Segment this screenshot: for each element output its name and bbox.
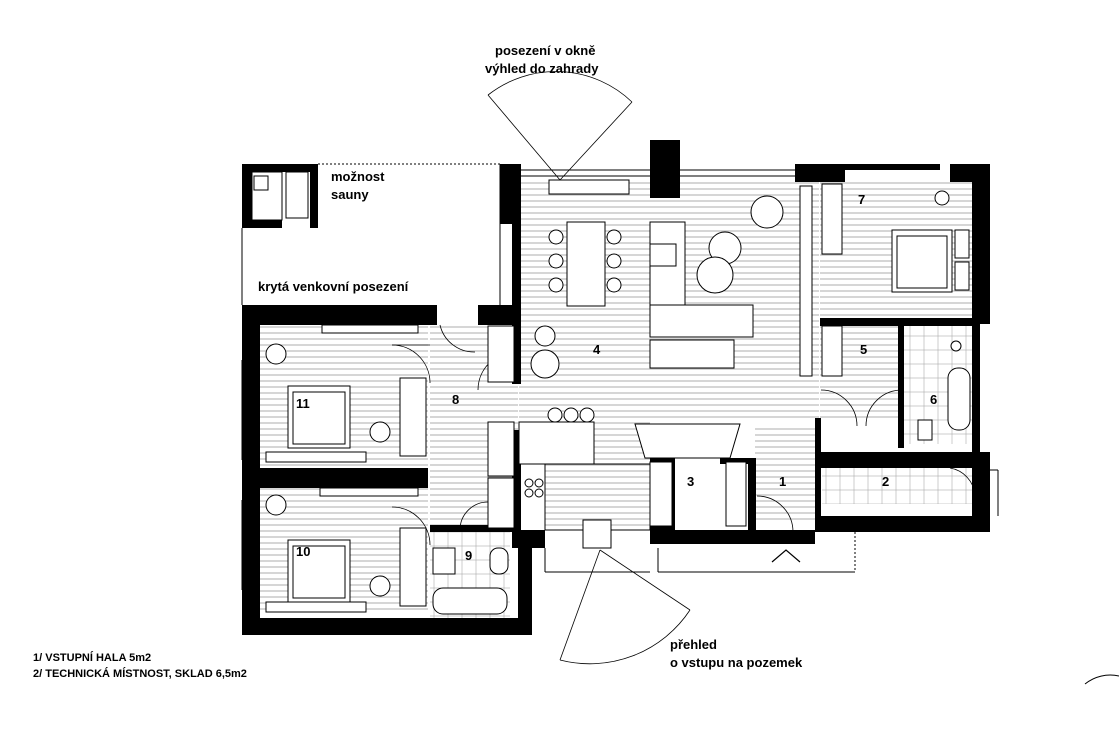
entrance-arrow [771, 549, 801, 563]
room-number-11: 11 [296, 396, 310, 411]
room-number-10: 10 [296, 544, 310, 559]
bed-11 [265, 324, 427, 463]
covered-seating-label: krytá venkovní posezení [258, 279, 409, 294]
window-loungers [548, 179, 735, 369]
sauna-furniture [251, 171, 309, 221]
legend-item-1: 1/ VSTUPNÍ HALA 5m2 [33, 652, 152, 664]
dining-table [548, 221, 622, 307]
room-number-6: 6 [930, 392, 937, 407]
room-number-3: 3 [687, 474, 694, 489]
view-cone-entrance [559, 549, 691, 665]
view-cone-garden [487, 71, 633, 181]
bathroom-6 [917, 340, 971, 441]
room-number-1: 1 [779, 474, 786, 489]
window-seat-note-line1: posezení v okně [495, 43, 596, 58]
kitchen-island [518, 407, 741, 549]
sauna-note-line2: sauny [331, 187, 369, 202]
bed-10 [265, 487, 427, 613]
bed-7 [799, 183, 970, 377]
overview-note-line2: o vstupu na pozemek [670, 655, 803, 670]
walls [242, 140, 990, 635]
window-lines [241, 163, 999, 590]
north-arrow-fragment [1084, 674, 1119, 685]
hall-storage [432, 325, 747, 615]
room-number-2: 2 [882, 474, 889, 489]
legend-item-2: 2/ TECHNICKÁ MÍSTNOST, SKLAD 6,5m2 [33, 668, 247, 680]
room-number-7: 7 [858, 192, 865, 207]
sauna-note-line1: možnost [331, 169, 385, 184]
overview-note-line1: přehled [670, 637, 717, 652]
window-seat-note-line2: výhled do zahrady [485, 61, 599, 76]
floor-hatching [260, 182, 975, 614]
room-number-8: 8 [452, 392, 459, 407]
room-number-4: 4 [593, 342, 601, 357]
room-legend: 1/ VSTUPNÍ HALA 5m2 2/ TECHNICKÁ MÍSTNOS… [33, 650, 247, 682]
sofa [530, 195, 784, 379]
room-number-9: 9 [465, 548, 472, 563]
room-number-5: 5 [860, 342, 867, 357]
door-swings [391, 324, 976, 546]
